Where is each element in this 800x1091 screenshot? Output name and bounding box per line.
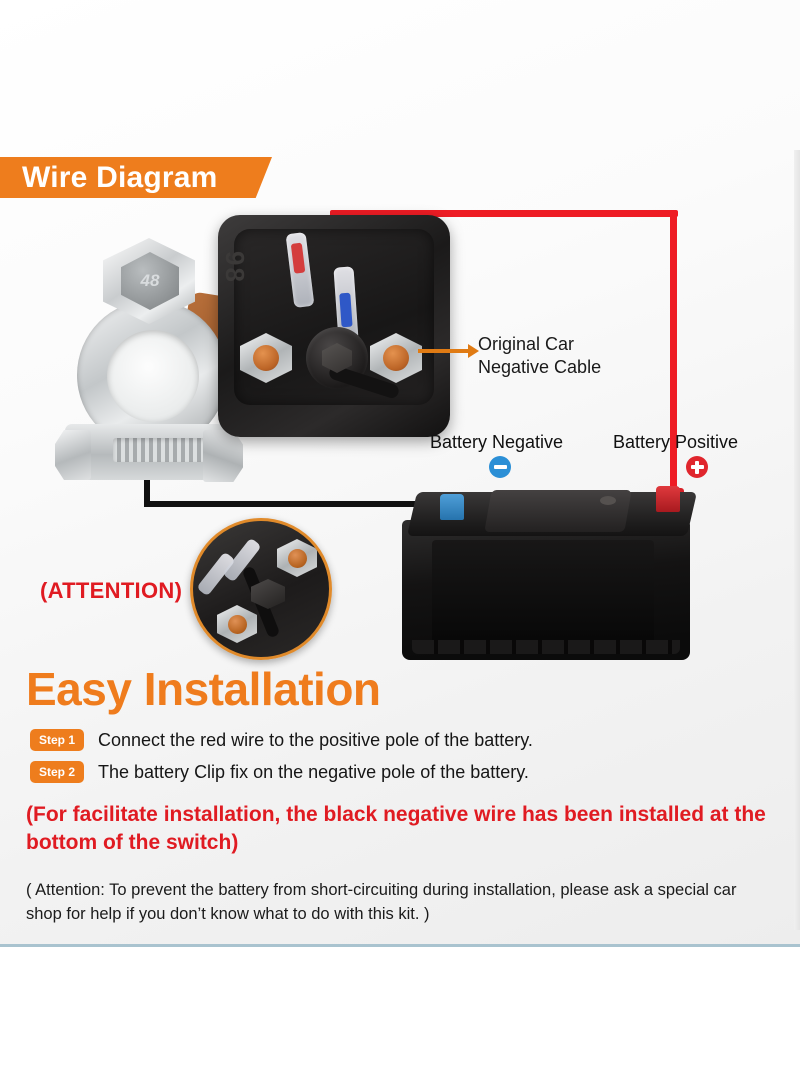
content-frame: Wire Diagram 48 98 bbox=[0, 0, 800, 947]
fuse-red-core bbox=[290, 242, 306, 274]
plus-bar-vertical bbox=[695, 460, 699, 474]
fuse-blue-core bbox=[339, 292, 353, 328]
banner-title: Wire Diagram bbox=[22, 160, 218, 194]
label-battery-positive: Battery Positive bbox=[613, 432, 739, 452]
step-2-text: The battery Clip fix on the negative pol… bbox=[98, 761, 529, 782]
battery-negative-post bbox=[440, 494, 464, 520]
attention-safety-notice: ( Attention: To prevent the battery from… bbox=[26, 881, 737, 923]
inset-terminal-bottom bbox=[217, 605, 257, 643]
black-wire-horizontal bbox=[144, 501, 496, 507]
step-row-1: Step 1 Connect the red wire to the posit… bbox=[30, 729, 533, 751]
clamp-screw bbox=[113, 438, 209, 462]
terminal-copper-post-right bbox=[383, 345, 409, 371]
car-battery bbox=[388, 468, 702, 668]
battery-lid-vent bbox=[600, 496, 616, 505]
step-row-2: Step 2 The battery Clip fix on the negat… bbox=[30, 761, 529, 783]
plus-sign-icon bbox=[686, 456, 708, 478]
minus-bar bbox=[493, 465, 507, 469]
battery-front-label bbox=[432, 540, 654, 646]
inset-terminal-top bbox=[277, 539, 317, 577]
red-installation-notice: (For facilitate installation, the black … bbox=[26, 803, 766, 854]
inset-copper-post-top bbox=[287, 548, 307, 568]
minus-sign-icon bbox=[489, 456, 511, 478]
red-wire-vertical bbox=[670, 210, 677, 500]
label-line-2: Negative Cable bbox=[478, 356, 602, 377]
label-line-1: Original Car bbox=[478, 334, 575, 354]
red-wire-horizontal bbox=[330, 210, 678, 217]
attention-closeup-photo bbox=[190, 518, 332, 660]
battery-base-ribs bbox=[412, 640, 680, 654]
clamp-nut-left bbox=[55, 430, 91, 480]
wire-diagram-banner: Wire Diagram bbox=[0, 157, 272, 198]
black-wire-vertical bbox=[144, 455, 150, 507]
clamp-bore bbox=[107, 330, 199, 422]
battery-disconnect-switch: 98 bbox=[218, 215, 450, 437]
label-original-car-negative-cable: Original Car Negative Cable bbox=[478, 333, 678, 378]
label-battery-negative: Battery Negative bbox=[430, 432, 564, 452]
frame-right-edge bbox=[794, 150, 800, 930]
step-1-text: Connect the red wire to the positive pol… bbox=[98, 729, 533, 750]
clamp-bolt-number: 48 bbox=[140, 271, 160, 290]
battery-positive-post bbox=[656, 486, 680, 512]
terminal-copper-post-left bbox=[253, 345, 279, 371]
step-2-badge: Step 2 bbox=[30, 761, 85, 783]
original-cable-arrow-icon bbox=[418, 344, 479, 358]
switch-embossed-text: 98 bbox=[220, 251, 250, 284]
step-1-badge: Step 1 bbox=[30, 729, 85, 751]
clamp-nut-right bbox=[203, 430, 243, 482]
attention-label: (ATTENTION) bbox=[40, 578, 183, 603]
easy-installation-heading: Easy Installation bbox=[26, 663, 381, 715]
inset-copper-post-bottom bbox=[227, 614, 247, 634]
